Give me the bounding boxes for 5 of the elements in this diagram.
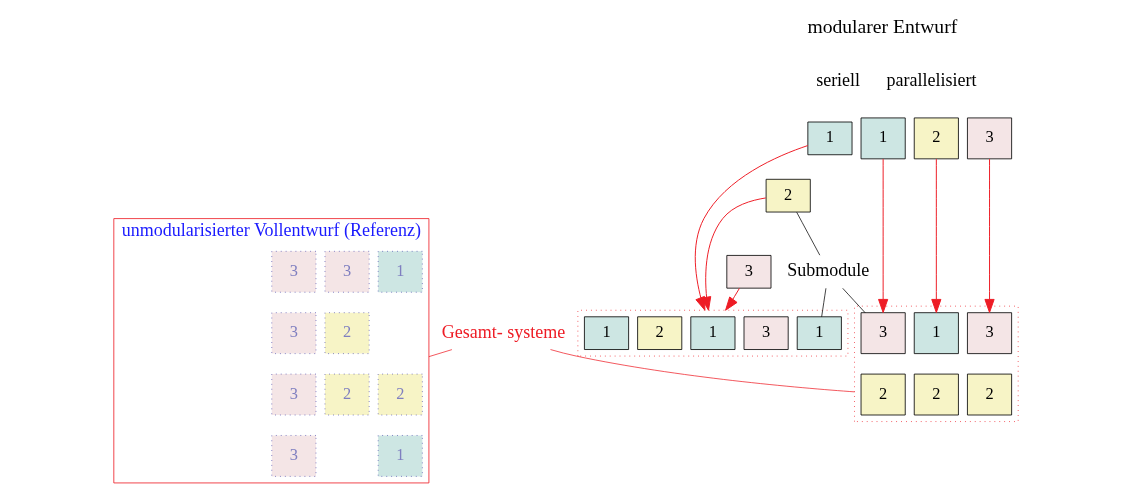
label: modularer Entwurf — [807, 14, 958, 37]
label: seriell — [816, 69, 861, 90]
label: parallelisiert — [886, 69, 977, 90]
node-text: Submodule — [787, 260, 870, 281]
node-text: Gesamt- systeme — [441, 321, 566, 342]
